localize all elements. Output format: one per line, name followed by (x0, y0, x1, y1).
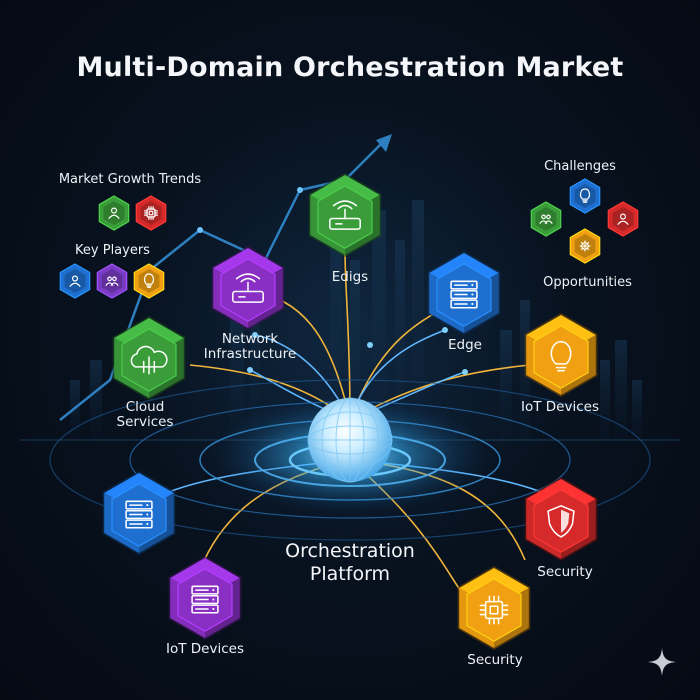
person-icon (108, 207, 120, 219)
group-icon (539, 214, 553, 224)
center-label-line2: Platform (309, 563, 391, 585)
person-icon (69, 275, 81, 287)
chip-icon (479, 595, 509, 625)
router-icon (329, 200, 361, 230)
person-icon (617, 213, 629, 225)
key-players-label: Key Players (75, 243, 150, 258)
cloud-label-line1: Cloud (125, 399, 165, 415)
market-growth-trends-label: Market Growth Trends (58, 172, 202, 187)
cloud-services-label: Cloud Services (100, 400, 190, 430)
iot-devices-right-node[interactable] (524, 313, 598, 397)
lightbulb-icon (550, 341, 572, 372)
network-infrastructure-label: Network Infrastructure (195, 332, 305, 362)
gear-icon (579, 240, 591, 252)
growth-mini-1[interactable] (98, 195, 130, 231)
sparkle-icon (648, 648, 676, 676)
security-red-label: Security (537, 564, 593, 580)
orchestration-sphere[interactable] (307, 397, 393, 483)
server-stack-icon (191, 585, 219, 614)
router-icon (232, 273, 264, 303)
iot-devices-right-label: IoT Devices (521, 399, 599, 415)
cloud-icon (130, 345, 168, 375)
background-bars (70, 200, 642, 440)
security-orange-node[interactable] (457, 566, 531, 650)
server-icon (450, 280, 478, 309)
players-mini-1[interactable] (59, 263, 91, 299)
center-label-line1: Orchestration (285, 540, 415, 562)
edge-node[interactable] (427, 251, 501, 335)
challenges-label: Challenges (544, 159, 616, 174)
server-blue-node[interactable] (102, 471, 176, 555)
lightbulb-icon (143, 273, 155, 288)
connector-dots (247, 327, 468, 375)
iot-devices-left-label: IoT Devices (166, 641, 244, 657)
orchestration-platform-label: Orchestration Platform (250, 540, 450, 586)
network-label-line1: Network (221, 331, 279, 347)
growth-mini-2[interactable] (135, 195, 167, 231)
challenges-mini-1[interactable] (569, 178, 601, 214)
iot-devices-left-node[interactable] (168, 556, 242, 640)
challenges-mini-3[interactable] (607, 201, 639, 237)
people-icon (105, 276, 119, 286)
opportunities-label: Opportunities (543, 275, 632, 290)
network-label-line2: Infrastructure (203, 346, 297, 362)
edge-label: Edge (448, 337, 482, 353)
cloud-services-node[interactable] (112, 316, 186, 400)
shield-icon (547, 505, 575, 538)
security-red-node[interactable] (524, 477, 598, 561)
challenges-mini-2[interactable] (530, 201, 562, 237)
lightbulb-icon (579, 188, 591, 203)
page-title: Multi-Domain Orchestration Market (76, 52, 624, 83)
security-orange-label: Security (467, 652, 523, 668)
server-stack-icon (125, 500, 153, 529)
players-mini-2[interactable] (96, 263, 128, 299)
edigs-label: Edigs (331, 269, 369, 285)
chip-icon (144, 206, 158, 220)
players-mini-3[interactable] (133, 263, 165, 299)
cloud-label-line2: Services (116, 414, 174, 430)
network-infrastructure-node[interactable] (211, 246, 285, 330)
edigs-node[interactable] (308, 173, 382, 257)
challenges-mini-4[interactable] (569, 228, 601, 264)
